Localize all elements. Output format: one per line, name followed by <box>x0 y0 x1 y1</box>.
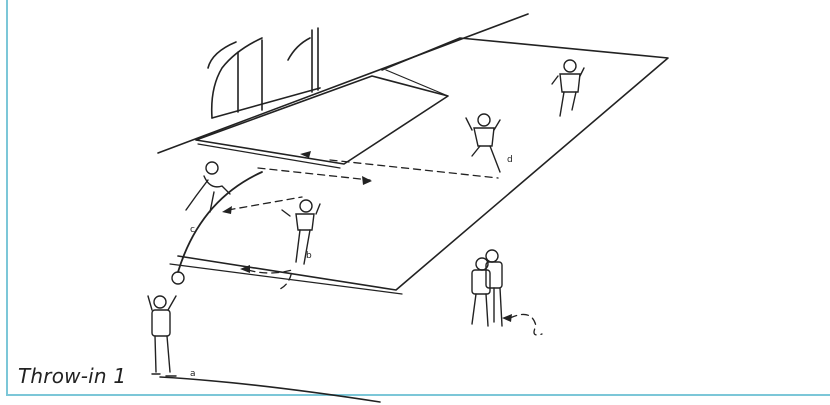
run-arrow-d <box>330 160 498 178</box>
arrowhead <box>222 206 232 214</box>
arrowhead <box>362 176 372 185</box>
player-b-figure <box>282 200 320 264</box>
pass-arrow-center <box>258 168 370 180</box>
run-arrow-c <box>228 197 302 210</box>
player-label-b: b <box>306 251 312 261</box>
player-d-figure <box>466 114 500 172</box>
goal-area <box>196 76 448 168</box>
player-label-a: a <box>190 369 196 379</box>
player-c-figure <box>186 162 230 212</box>
player-label-d: d <box>507 155 513 165</box>
opponents-pair-figure <box>472 250 502 326</box>
run-arrow-right <box>510 314 542 335</box>
goal-line <box>158 14 528 153</box>
touchline <box>160 377 380 402</box>
arrowhead <box>502 314 512 322</box>
figure-caption: Throw-in 1 <box>18 364 126 388</box>
goal <box>208 28 320 118</box>
player-top-right-figure <box>552 60 584 116</box>
player-a-figure <box>148 272 184 376</box>
penalty-area <box>170 38 668 294</box>
player-label-c: c <box>190 225 195 235</box>
